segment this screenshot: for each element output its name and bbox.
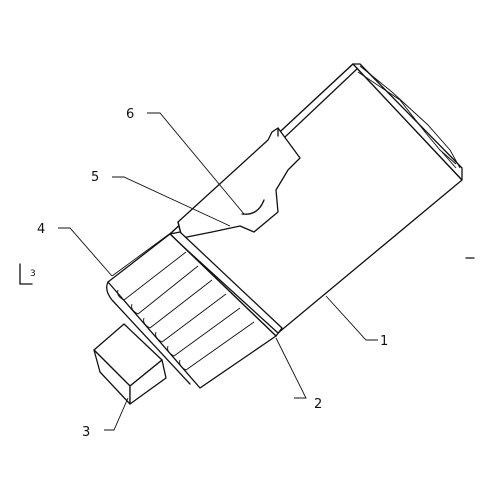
callout-4: 4 — [37, 222, 45, 237]
tube-bundle — [106, 231, 277, 389]
leader-5 — [112, 176, 231, 227]
tube-end-1 — [117, 289, 125, 301]
tube-seam-1 — [123, 251, 187, 301]
callout-6: 6 — [126, 107, 134, 122]
callout-5: 5 — [91, 170, 99, 185]
tube-end-4 — [155, 331, 163, 343]
leader-6 — [147, 112, 245, 215]
callout-2: 2 — [314, 397, 322, 412]
tube-seam-2 — [137, 265, 199, 315]
tube-end-6 — [179, 359, 187, 371]
tube-end-3 — [143, 317, 151, 329]
leader-4 — [58, 227, 113, 277]
tube-end-5 — [167, 345, 175, 357]
leader-2 — [275, 337, 307, 399]
callout-labels: 6 5 4 3 2 1 — [37, 107, 388, 440]
end-face-notch — [441, 151, 457, 169]
leader-3 — [104, 397, 129, 431]
tube-seam-5 — [173, 307, 241, 357]
tube-end-2 — [131, 303, 139, 315]
tube-seam-4 — [161, 293, 227, 343]
housing-end-face — [352, 63, 463, 181]
tube-lower-curve — [106, 281, 191, 385]
end-face-detail — [357, 71, 457, 165]
end-face-detail-2 — [359, 65, 461, 169]
latch-hook — [241, 199, 265, 215]
callout-3: 3 — [82, 425, 90, 440]
cap-right-face — [129, 359, 167, 405]
section-marks: 3 — [19, 257, 475, 285]
leader-lines — [58, 112, 378, 431]
callout-1: 1 — [380, 334, 388, 349]
latch-recess — [177, 127, 301, 239]
tube-top-edge — [111, 231, 173, 277]
tube-seam-3 — [149, 279, 213, 329]
end-cap — [93, 323, 167, 405]
leader-1 — [325, 295, 378, 341]
section-mark-left-label: 3 — [30, 269, 36, 279]
tube-seam-6 — [185, 321, 255, 371]
